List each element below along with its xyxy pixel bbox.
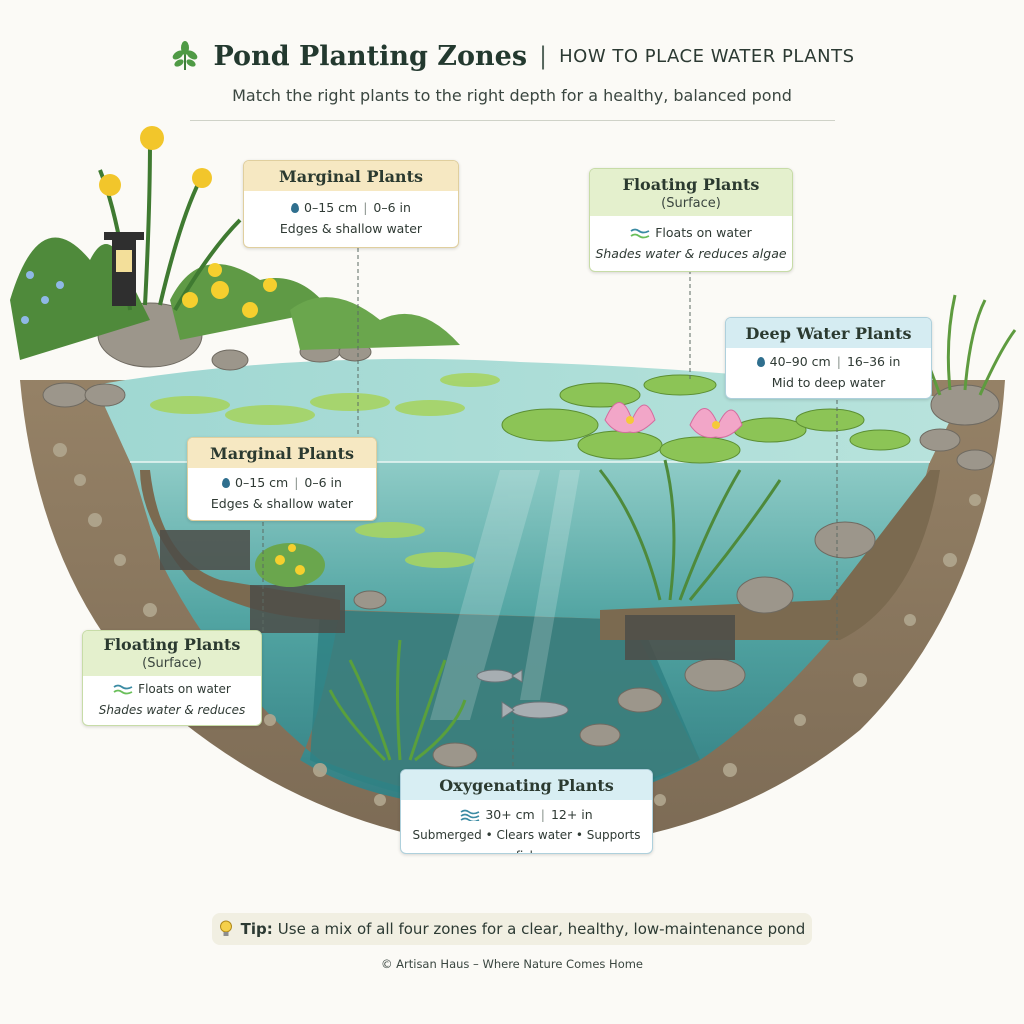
garden-lantern: [104, 232, 144, 306]
card-title: Oxygenating Plants: [401, 770, 652, 800]
card-note: Edges & shallow water: [279, 221, 423, 236]
leaf-sprig-icon: [173, 41, 198, 70]
card-title: Floating Plants (Surface): [590, 169, 792, 216]
depth-cm: 30+ cm: [485, 807, 535, 822]
card-note: Submerged • Clears water • Supports fish: [412, 828, 641, 853]
water-waves-icon: [630, 228, 650, 239]
iris-flowers: [99, 126, 212, 196]
tip-text: Use a mix of all four zones for a clear,…: [277, 920, 806, 938]
water-waves-icon: [460, 809, 480, 821]
water-drop-icon: [756, 357, 765, 367]
forget-me-nots: [21, 271, 64, 324]
floating-plants-card-left: Floating Plants (Surface) Floats on water…: [82, 630, 262, 726]
depth-in: 16–36 in: [846, 354, 901, 369]
card-body: Floats on water Shades water & reduces a…: [83, 676, 261, 725]
duckweed: [150, 373, 500, 568]
depth-in: 12+ in: [550, 807, 593, 822]
header-divider: [190, 120, 835, 121]
card-title: Marginal Plants: [244, 161, 458, 191]
depth-separator: |: [363, 200, 368, 215]
marginal-plants-card-mid: Marginal Plants 0–15 cm | 0–6 in Edges & s…: [187, 437, 377, 521]
lily-pads: [501, 374, 911, 464]
card-subtitle: (Surface): [142, 656, 202, 671]
card-title-text: Floating Plants: [622, 175, 760, 194]
card-note: Edges & shallow water: [210, 496, 354, 511]
card-desc: Floats on water: [138, 682, 231, 696]
card-desc: Floats on water: [655, 225, 752, 240]
card-body: 0–15 cm | 0–6 in Edges & shallow water: [244, 191, 458, 246]
card-body: 30+ cm | 12+ in Submerged • Clears water •…: [401, 800, 652, 853]
depth-cm: 0–15 cm: [304, 200, 358, 215]
marsh-marigolds: [182, 263, 277, 318]
fish: [476, 669, 569, 719]
marginal-plants-card-top: Marginal Plants 0–15 cm | 0–6 in Edges & s…: [243, 160, 459, 248]
leader-lines: [262, 248, 838, 770]
card-note: Shades water & reduces algae: [98, 703, 246, 725]
header: Pond Planting Zones | HOW TO PLACE WATER…: [0, 40, 1024, 105]
deep-plant-basket: [625, 615, 735, 660]
bank-foliage: [10, 237, 460, 360]
card-subtitle: (Surface): [661, 196, 721, 211]
page-subtitle: HOW TO PLACE WATER PLANTS: [559, 45, 855, 67]
tip-bar: Tip: Use a mix of all four zones for a c…: [212, 913, 812, 945]
water-drop-icon: [222, 478, 231, 488]
water-drop-icon: [291, 203, 300, 213]
card-body: 0–15 cm | 0–6 in Edges & shallow water: [188, 468, 376, 520]
card-title: Deep Water Plants: [726, 318, 931, 348]
credit-line: © Artisan Haus – Where Nature Comes Home: [380, 957, 644, 971]
depth-cm: 40–90 cm: [769, 354, 831, 369]
lightbulb-icon: [219, 920, 232, 936]
marginal-mid-plants: [255, 543, 325, 587]
depth-in: 0–6 in: [304, 475, 342, 490]
page-title: Pond Planting Zones: [213, 40, 528, 72]
depth-in: 0–6 in: [373, 200, 411, 215]
floating-plants-card-top: Floating Plants (Surface) Floats on water…: [589, 168, 793, 272]
card-note: Mid to deep water: [771, 375, 886, 390]
marginal-basket-1: [160, 530, 250, 570]
depth-cm: 0–15 cm: [235, 475, 289, 490]
light-rays: [430, 470, 580, 720]
card-title: Floating Plants (Surface): [83, 631, 261, 676]
card-body: 40–90 cm | 16–36 in Mid to deep water: [726, 348, 931, 398]
tip-label: Tip:: [240, 920, 273, 938]
depth-separator: |: [836, 354, 841, 369]
oxygenating-plant: [328, 639, 467, 762]
card-title-text: Floating Plants: [103, 635, 241, 654]
depth-separator: |: [540, 807, 545, 822]
tagline: Match the right plants to the right dept…: [232, 86, 792, 105]
deep-plant-stems: [598, 459, 782, 601]
title-separator: |: [539, 42, 548, 70]
oxygenating-plants-card: Oxygenating Plants 30+ cm | 12+ in Submerg…: [400, 769, 653, 854]
marginal-basket-2: [250, 585, 345, 633]
card-body: Floats on water Shades water & reduces a…: [590, 216, 792, 271]
deep-water-plants-card: Deep Water Plants 40–90 cm | 16–36 in Mid …: [725, 317, 932, 399]
card-note: Shades water & reduces algae: [595, 246, 787, 261]
deep-shelf: [600, 470, 940, 640]
depth-separator: |: [294, 475, 299, 490]
water-waves-icon: [113, 684, 133, 695]
card-title: Marginal Plants: [188, 438, 376, 468]
